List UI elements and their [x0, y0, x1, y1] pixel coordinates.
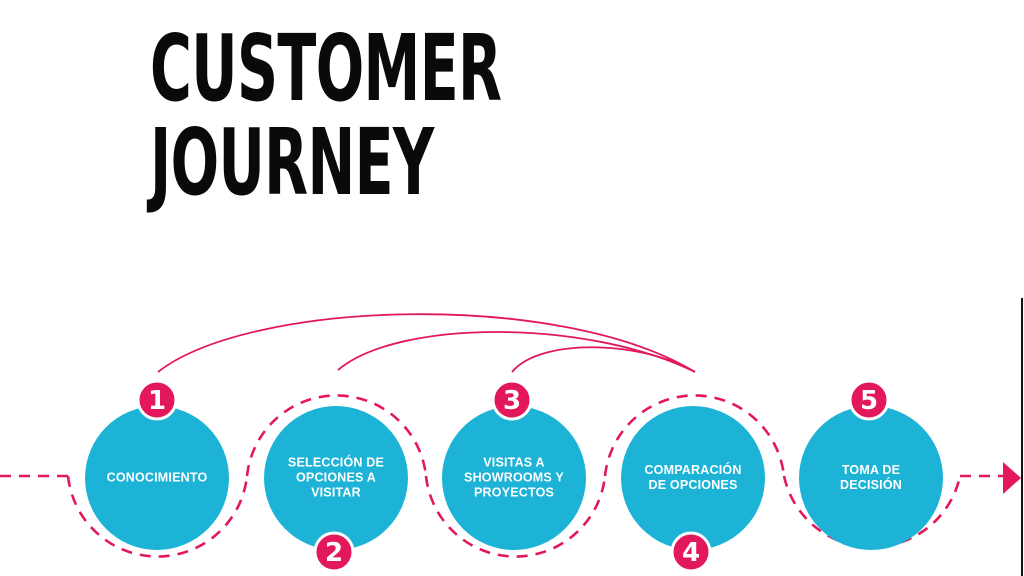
- step-badges: [136, 379, 890, 573]
- step-5-number: 5: [859, 386, 879, 416]
- step-5-badge: [848, 379, 890, 421]
- title-line-1: CUSTOMER: [150, 15, 502, 122]
- step-circles: [85, 406, 943, 550]
- step-3-badge: [491, 379, 533, 421]
- flow-arc-4-5: [603, 394, 786, 477]
- feedback-arc-to-step-3: [511, 346, 696, 373]
- step-3-label: VISITAS A SHOWROOMS Y PROYECTOS: [464, 455, 564, 500]
- step-4-number: 4: [681, 538, 701, 568]
- step-5-circle: [799, 406, 943, 550]
- step-1-label: CONOCIMIENTO: [106, 470, 208, 485]
- step-4-label: COMPARACIÓN DE OPCIONES: [644, 463, 742, 492]
- flow-arc-1-2: [66, 475, 249, 558]
- step-2-label: SELECCIÓN DE OPCIONES A VISITAR: [287, 455, 385, 500]
- title-line-2: JOURNEY: [150, 109, 434, 216]
- step-4-circle: [621, 406, 765, 550]
- flow-arrowhead-icon: [1003, 462, 1021, 494]
- step-2-badge: [313, 531, 355, 573]
- feedback-arc-to-step-1: [157, 313, 696, 373]
- page-title: CUSTOMER JOURNEY: [150, 15, 502, 216]
- step-1-number: 1: [147, 386, 167, 416]
- step-1-badge: [136, 379, 178, 421]
- step-5-label: TOMA DE DECISIÓN: [839, 463, 903, 492]
- step-3-circle: [442, 406, 586, 550]
- feedback-arcs: [157, 313, 696, 373]
- flow-arc-3-4: [424, 475, 607, 558]
- flow-arc-2-3: [245, 394, 428, 477]
- step-1-circle: [85, 406, 229, 550]
- step-3-number: 3: [502, 386, 522, 416]
- step-4-badge: [670, 531, 712, 573]
- step-2-circle: [264, 406, 408, 550]
- step-2-number: 2: [324, 538, 344, 568]
- right-edge-rule: [1021, 298, 1023, 576]
